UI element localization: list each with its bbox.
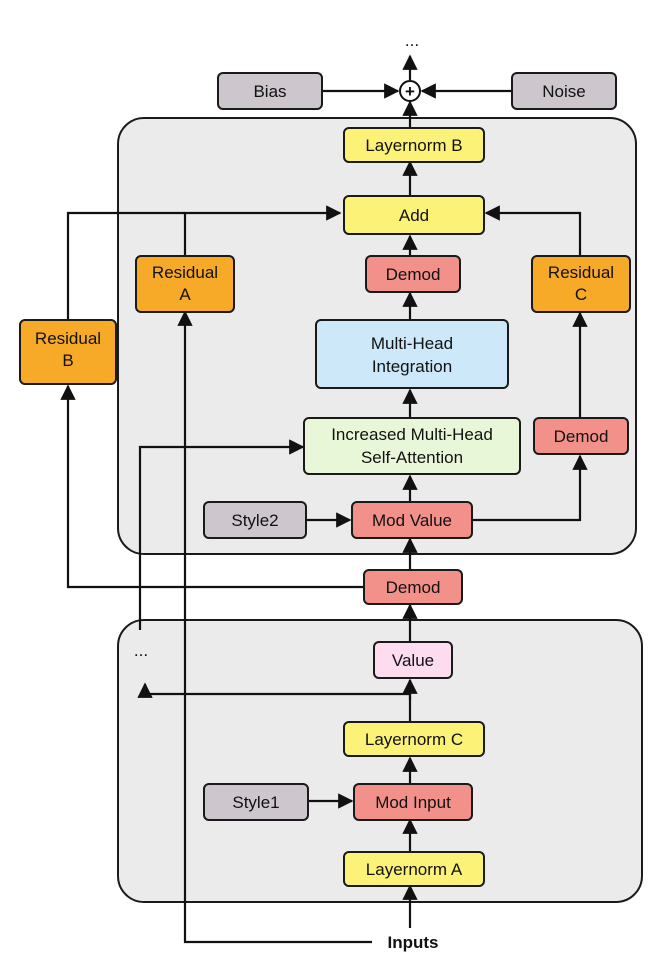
edge-residual-b-to-add <box>66 211 185 320</box>
residual-a-box <box>135 255 235 313</box>
residual-a-label-1: Residual <box>152 263 218 282</box>
integration-box <box>315 319 509 389</box>
edge-residual-c-to-add <box>484 205 582 256</box>
bias-box <box>217 72 323 110</box>
edge-to-side-ellipsis <box>137 682 412 700</box>
residual-a-label-2: A <box>179 285 191 304</box>
value-box <box>373 641 453 679</box>
mod-input-label: Mod Input <box>375 793 451 812</box>
residual-b-box <box>19 319 117 385</box>
demod-right-label: Demod <box>554 427 609 446</box>
style2-box <box>203 501 307 539</box>
edge-demod-middle-to-residual-b <box>60 384 364 589</box>
style2-label: Style2 <box>231 511 278 530</box>
noise-label: Noise <box>542 82 585 101</box>
self-attention-box <box>303 417 521 475</box>
demod-middle-label: Demod <box>386 578 441 597</box>
residual-c-box <box>531 255 631 313</box>
style1-box <box>203 783 309 821</box>
edge-inputs-to-residual-a <box>177 310 372 944</box>
plus-symbol: + <box>405 82 415 101</box>
integration-label-1: Multi-Head <box>371 334 453 353</box>
self-attention-label-2: Self-Attention <box>361 448 463 467</box>
demod-middle-box <box>363 569 463 605</box>
plus-node <box>399 80 421 102</box>
residual-b-label-2: B <box>62 351 73 370</box>
self-attention-label-1: Increased Multi-Head <box>331 425 493 444</box>
layernorm-c-box <box>343 721 485 757</box>
demod-upper-box <box>365 255 461 293</box>
style1-label: Style1 <box>232 793 279 812</box>
integration-label-2: Integration <box>372 357 452 376</box>
edge-mod-value-to-demod-right <box>472 454 588 522</box>
bias-label: Bias <box>253 82 286 101</box>
demod-upper-label: Demod <box>386 265 441 284</box>
lower-block-container <box>117 619 643 903</box>
noise-box <box>511 72 617 110</box>
layernorm-a-box <box>343 851 485 887</box>
side-ellipsis: ... <box>134 641 148 660</box>
mod-value-label: Mod Value <box>372 511 452 530</box>
demod-right-box <box>533 417 629 455</box>
value-label: Value <box>392 651 434 670</box>
edge-ellipsis-to-self-attention <box>138 439 305 630</box>
residual-c-label-1: Residual <box>548 263 614 282</box>
layernorm-a-label: Layernorm A <box>366 860 463 879</box>
top-ellipsis: ... <box>405 31 419 50</box>
edges <box>60 54 588 944</box>
inputs-label: Inputs <box>388 933 439 952</box>
add-box <box>343 195 485 235</box>
layernorm-b-label: Layernorm B <box>365 136 462 155</box>
residual-c-label-2: C <box>575 285 587 304</box>
add-label: Add <box>399 206 429 225</box>
layernorm-b-box <box>343 127 485 163</box>
layernorm-c-label: Layernorm C <box>365 730 463 749</box>
mod-input-box <box>353 783 473 821</box>
mod-value-box <box>351 501 473 539</box>
residual-b-label-1: Residual <box>35 329 101 348</box>
